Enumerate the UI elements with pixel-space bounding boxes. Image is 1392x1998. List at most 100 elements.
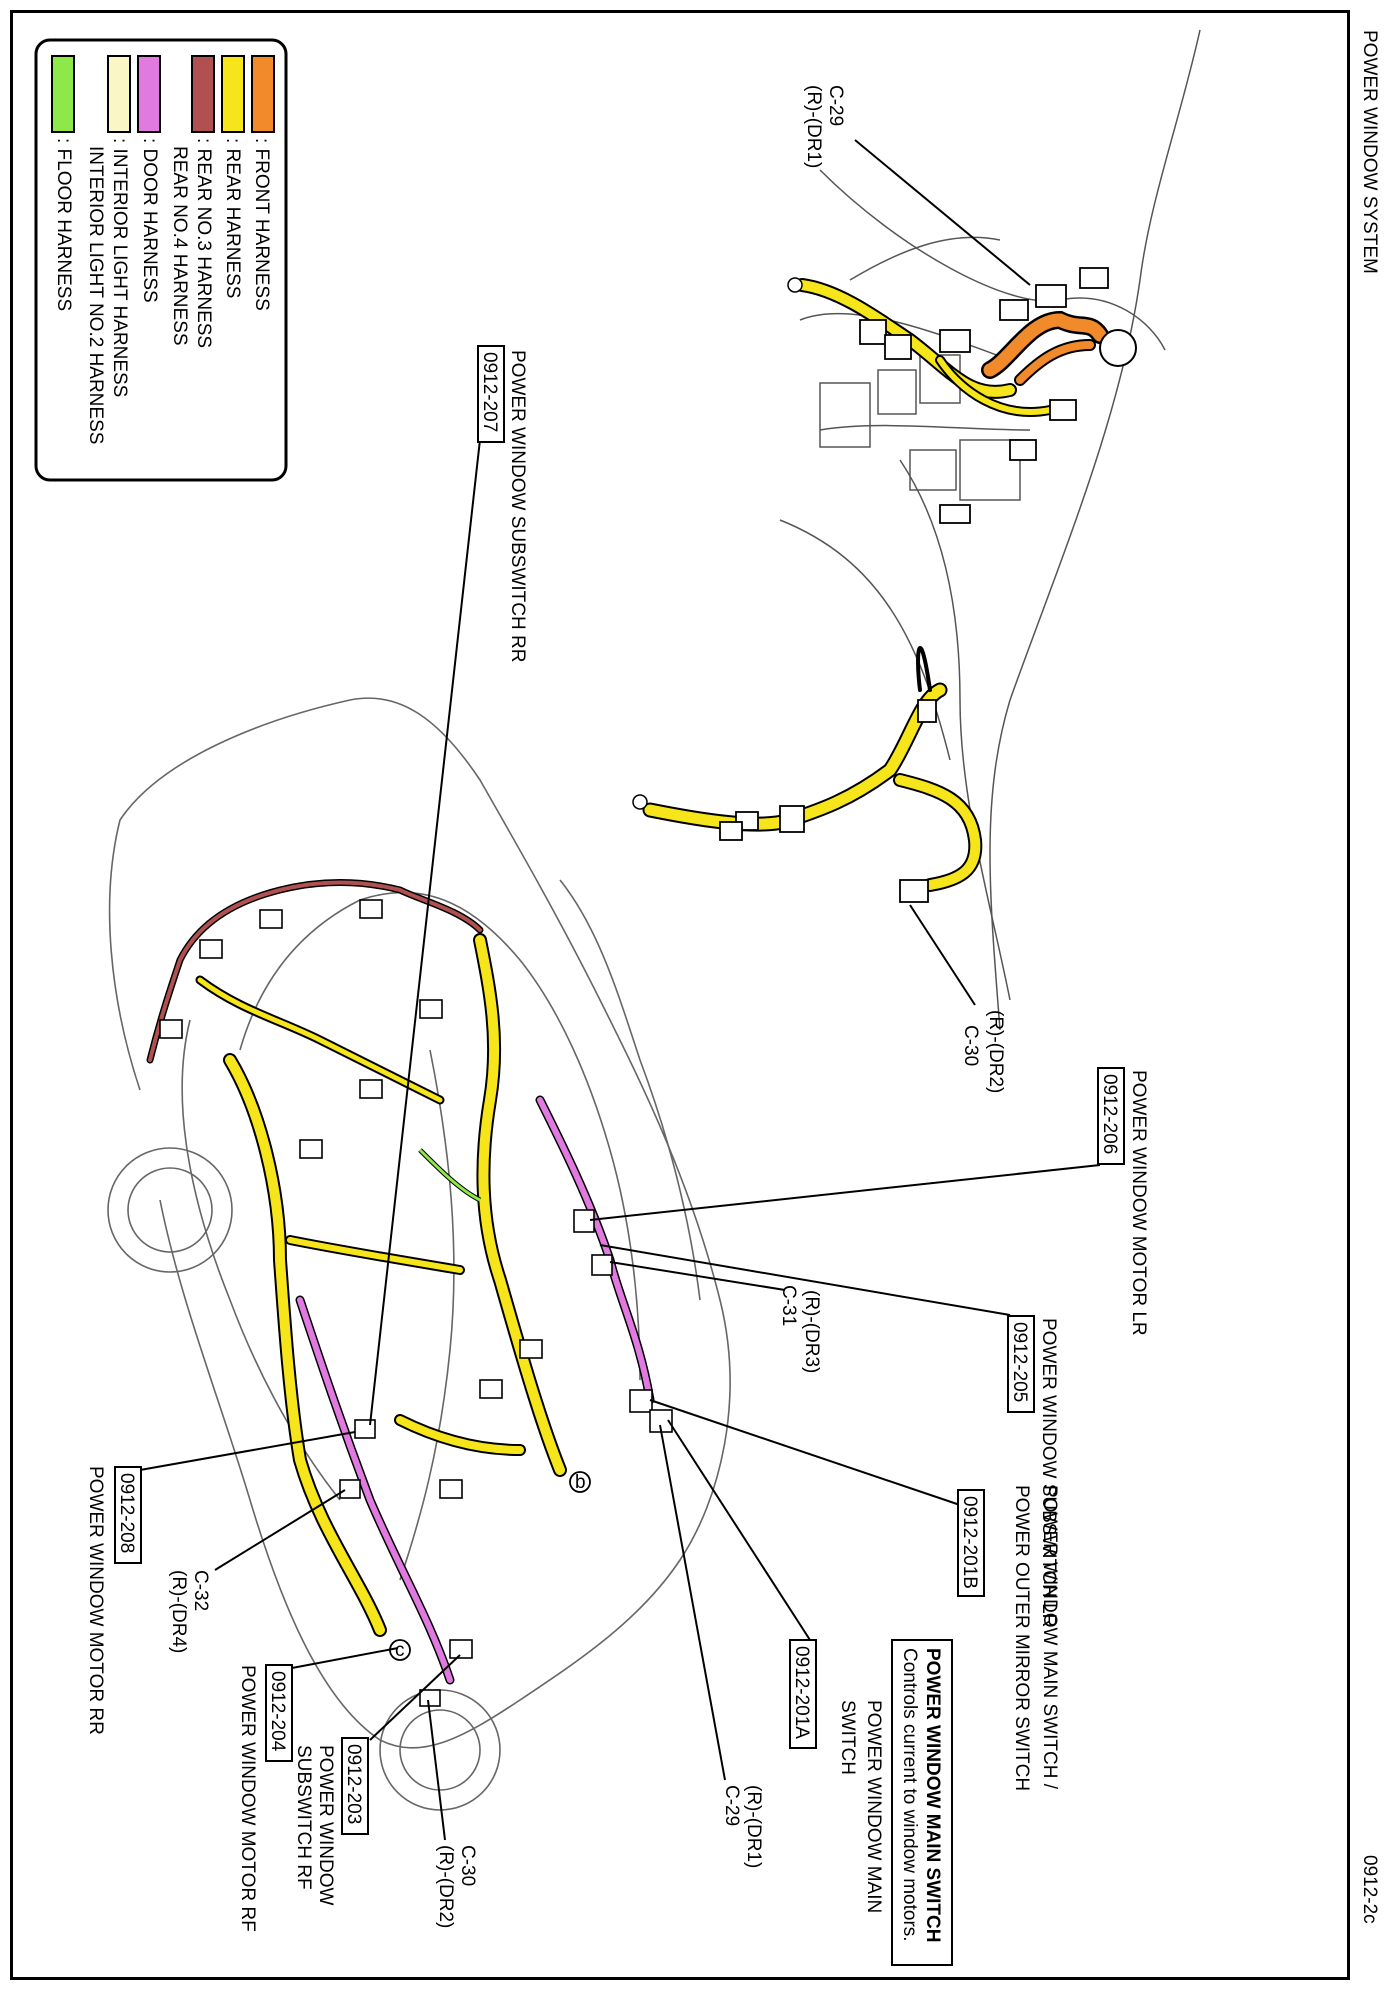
legend-swatch-door [137, 55, 161, 133]
top-conn-6 [939, 329, 971, 353]
c30-top-sub: (R)-(DR2) [985, 1010, 1006, 1093]
main-mirror-ref-box [957, 1489, 985, 1597]
top-conn-c30 [899, 879, 929, 903]
leader-main-mirror [649, 1399, 961, 1506]
conn-v6 [359, 1079, 383, 1099]
ground-mark-c-label: c [395, 1640, 405, 1661]
top-conn-11 [779, 805, 805, 833]
main-mirror-line1: POWER WINDOW MAIN SWITCH / [1039, 1485, 1060, 1790]
dash-box-5 [959, 439, 1021, 501]
dash-line-2 [819, 424, 1031, 431]
leader-subswitch-rr [369, 349, 491, 1426]
floor-harness-path [418, 1148, 481, 1202]
leader-subswitch-rf [369, 1654, 461, 1741]
floor-harness [418, 1148, 482, 1203]
ground-mark-b-label: b [575, 1472, 586, 1493]
harness-legend: : FRONT HARNESS : REAR HARNESS : REAR NO… [34, 38, 288, 482]
ground-marks: b c [389, 1471, 591, 1661]
dash-box-3 [819, 382, 871, 448]
legend-label-rear4: REAR NO.4 HARNESS [169, 146, 190, 346]
subswitch-rf-line1: POWER WINDOW [315, 1745, 336, 1905]
rear-top-path-2 [937, 357, 1053, 415]
dash-line-5 [779, 519, 951, 761]
rear-harness-main [195, 933, 567, 1637]
rear-mid-loop [895, 775, 981, 890]
leader-c32 [214, 1489, 346, 1571]
legend-label-interior: : INTERIOR LIGHT HARNESS [109, 138, 130, 397]
rear-main-cross-3 [197, 977, 443, 1103]
c29-top-sub: (R)-(DR1) [803, 85, 824, 168]
legend-swatch-rear3 [191, 55, 215, 133]
c30-bottom-sub: (R)-(DR2) [435, 1845, 456, 1928]
c29-bottom-code: C-29 [721, 1785, 742, 1826]
rear-main-path-2 [475, 935, 565, 1475]
motor-rr-name: POWER WINDOW MOTOR RR [85, 1466, 106, 1735]
main-mirror-ref: 0912-201B [959, 1496, 980, 1589]
rear-main-cross [287, 1237, 463, 1273]
top-conn-10 [917, 699, 937, 723]
ground-mark-a-mid [632, 794, 648, 810]
conn-v5 [419, 999, 443, 1019]
ground-mark-a-top [632, 277, 803, 810]
label-motor-rr: 0912-208 POWER WINDOW MOTOR RR [85, 1466, 142, 1735]
c30-top-code: C-30 [960, 1025, 981, 1066]
legend-swatch-floor [51, 55, 75, 133]
front-harness-path [983, 313, 1107, 377]
vehicle-roof [239, 891, 641, 1381]
leader-motor-rf [291, 1647, 399, 1669]
rear-mid-lead [916, 646, 932, 692]
conn-v7 [299, 1139, 323, 1159]
conn-subswitch-lr [629, 1389, 653, 1413]
connector-c30-top: (R)-(DR2) C-30 [909, 904, 1006, 1093]
legend-label-door: : DOOR HARNESS [139, 138, 160, 303]
legend-label-rear3: : REAR NO.3 HARNESS [193, 138, 214, 348]
dashboard-detail-view [779, 29, 1201, 1031]
main-switch-ref-box [789, 1639, 817, 1749]
label-motor-lr: POWER WINDOW MOTOR LR 0912-206 [1097, 1067, 1149, 1336]
main-switch-line2: SWITCH [837, 1700, 858, 1775]
main-mirror-line2: POWER OUTER MIRROR SWITCH [1011, 1485, 1032, 1791]
dash-line-3 [899, 459, 1011, 1001]
legend-swatch-front [251, 55, 275, 133]
motor-rf-ref: 0912-204 [267, 1671, 288, 1752]
rear3-harness-path [148, 880, 482, 1062]
front-harness-branch [1016, 341, 1094, 384]
rear-main-cross-2 [396, 1416, 524, 1454]
subswitch-rf-ref-box [341, 1737, 369, 1835]
top-conn-9 [939, 504, 971, 524]
conn-subswitch-rr [354, 1419, 376, 1439]
ground-mark-b [569, 1471, 591, 1493]
motor-lr-name: POWER WINDOW MOTOR LR [1128, 1070, 1149, 1336]
connector-c29-bottom: (R)-(DR1) C-29 [721, 1785, 764, 1868]
dash-box-4 [909, 449, 957, 491]
legend-label-interior2: INTERIOR LIGHT NO.2 HARNESS [85, 146, 106, 444]
leader-c29-bottom [659, 1424, 726, 1781]
c32-code: C-32 [190, 1570, 211, 1611]
conn-v10 [519, 1339, 543, 1359]
c31-sub: (R)-(DR3) [801, 1290, 822, 1373]
vehicle-pillar [559, 879, 701, 1301]
rear-wheel-hub [127, 1167, 213, 1253]
front-harness-grommet [1099, 329, 1137, 367]
c29-top-leader [854, 139, 1031, 286]
motor-rr-ref: 0912-208 [116, 1473, 137, 1553]
page-frame [10, 10, 1350, 1980]
front-harness-top [981, 310, 1137, 386]
subswitch-lr-name: POWER WINDOW SUBSWITCH LR [1038, 1318, 1059, 1627]
legend-label-front: : FRONT HARNESS [251, 138, 272, 311]
legend-label-rear: : REAR HARNESS [222, 138, 243, 298]
vehicle-connectors [159, 899, 673, 1707]
page-title: POWER WINDOW SYSTEM [1359, 30, 1380, 274]
subswitch-rr-name: POWER WINDOW SUBSWITCH RR [507, 350, 528, 662]
top-conn-1 [1035, 284, 1067, 308]
leader-motor-rr [139, 1431, 356, 1471]
dash-box-2 [877, 369, 917, 415]
motor-rf-name: POWER WINDOW MOTOR RF [237, 1665, 258, 1932]
label-subswitch-lr: POWER WINDOW SUBSWITCH LR 0912-205 [1007, 1315, 1059, 1627]
leader-c30-bottom [427, 1699, 446, 1841]
main-switch-info-rect [891, 1639, 953, 1966]
legend-label-floor: : FLOOR HARNESS [53, 138, 74, 311]
main-switch-info-title: POWER WINDOW MAIN SWITCH [922, 1648, 943, 1942]
connector-c32: C-32 (R)-(DR4) [168, 1570, 211, 1653]
